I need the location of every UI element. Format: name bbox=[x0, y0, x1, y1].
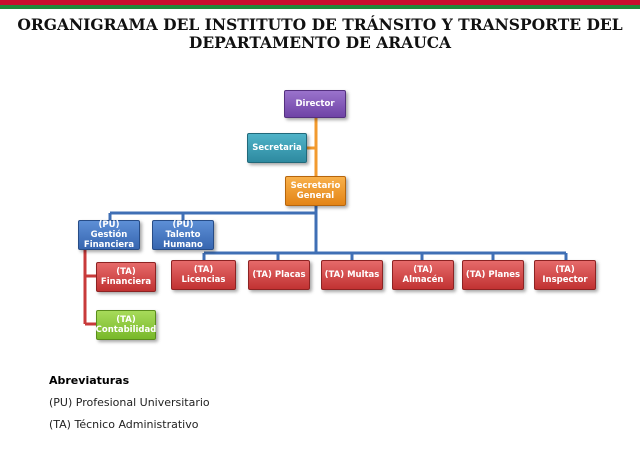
title-line-2: DEPARTAMENTO DE ARAUCA bbox=[188, 33, 452, 52]
node-placas: (TA) Placas bbox=[248, 260, 310, 290]
legend-ta: (TA) Técnico Administrativo bbox=[49, 418, 199, 431]
node-secretaria: Secretaria bbox=[247, 133, 307, 163]
title-line-1: ORGANIGRAMA DEL INSTITUTO DE TRÁNSITO Y … bbox=[17, 15, 623, 34]
legend-pu: (PU) Profesional Universitario bbox=[49, 396, 210, 409]
node-contabilidad: (TA) Contabilidad bbox=[96, 310, 156, 340]
node-planes: (TA) Planes bbox=[462, 260, 524, 290]
node-almacen: (TA) Almacén bbox=[392, 260, 454, 290]
page-title: ORGANIGRAMA DEL INSTITUTO DE TRÁNSITO Y … bbox=[0, 16, 640, 52]
node-director: Director bbox=[284, 90, 346, 118]
node-talento-humano: (PU) Talento Humano bbox=[152, 220, 214, 250]
flag-stripe-red bbox=[0, 0, 640, 5]
node-licencias: (TA) Licencias bbox=[171, 260, 236, 290]
node-gestion-financiera: (PU) Gestión Financiera bbox=[78, 220, 140, 250]
node-inspector: (TA) Inspector bbox=[534, 260, 596, 290]
legend-title: Abreviaturas bbox=[49, 374, 130, 387]
node-secretario-general: Secretario General bbox=[285, 176, 346, 206]
node-financiera: (TA) Financiera bbox=[96, 262, 156, 292]
node-multas: (TA) Multas bbox=[321, 260, 383, 290]
flag-stripe-green bbox=[0, 5, 640, 9]
